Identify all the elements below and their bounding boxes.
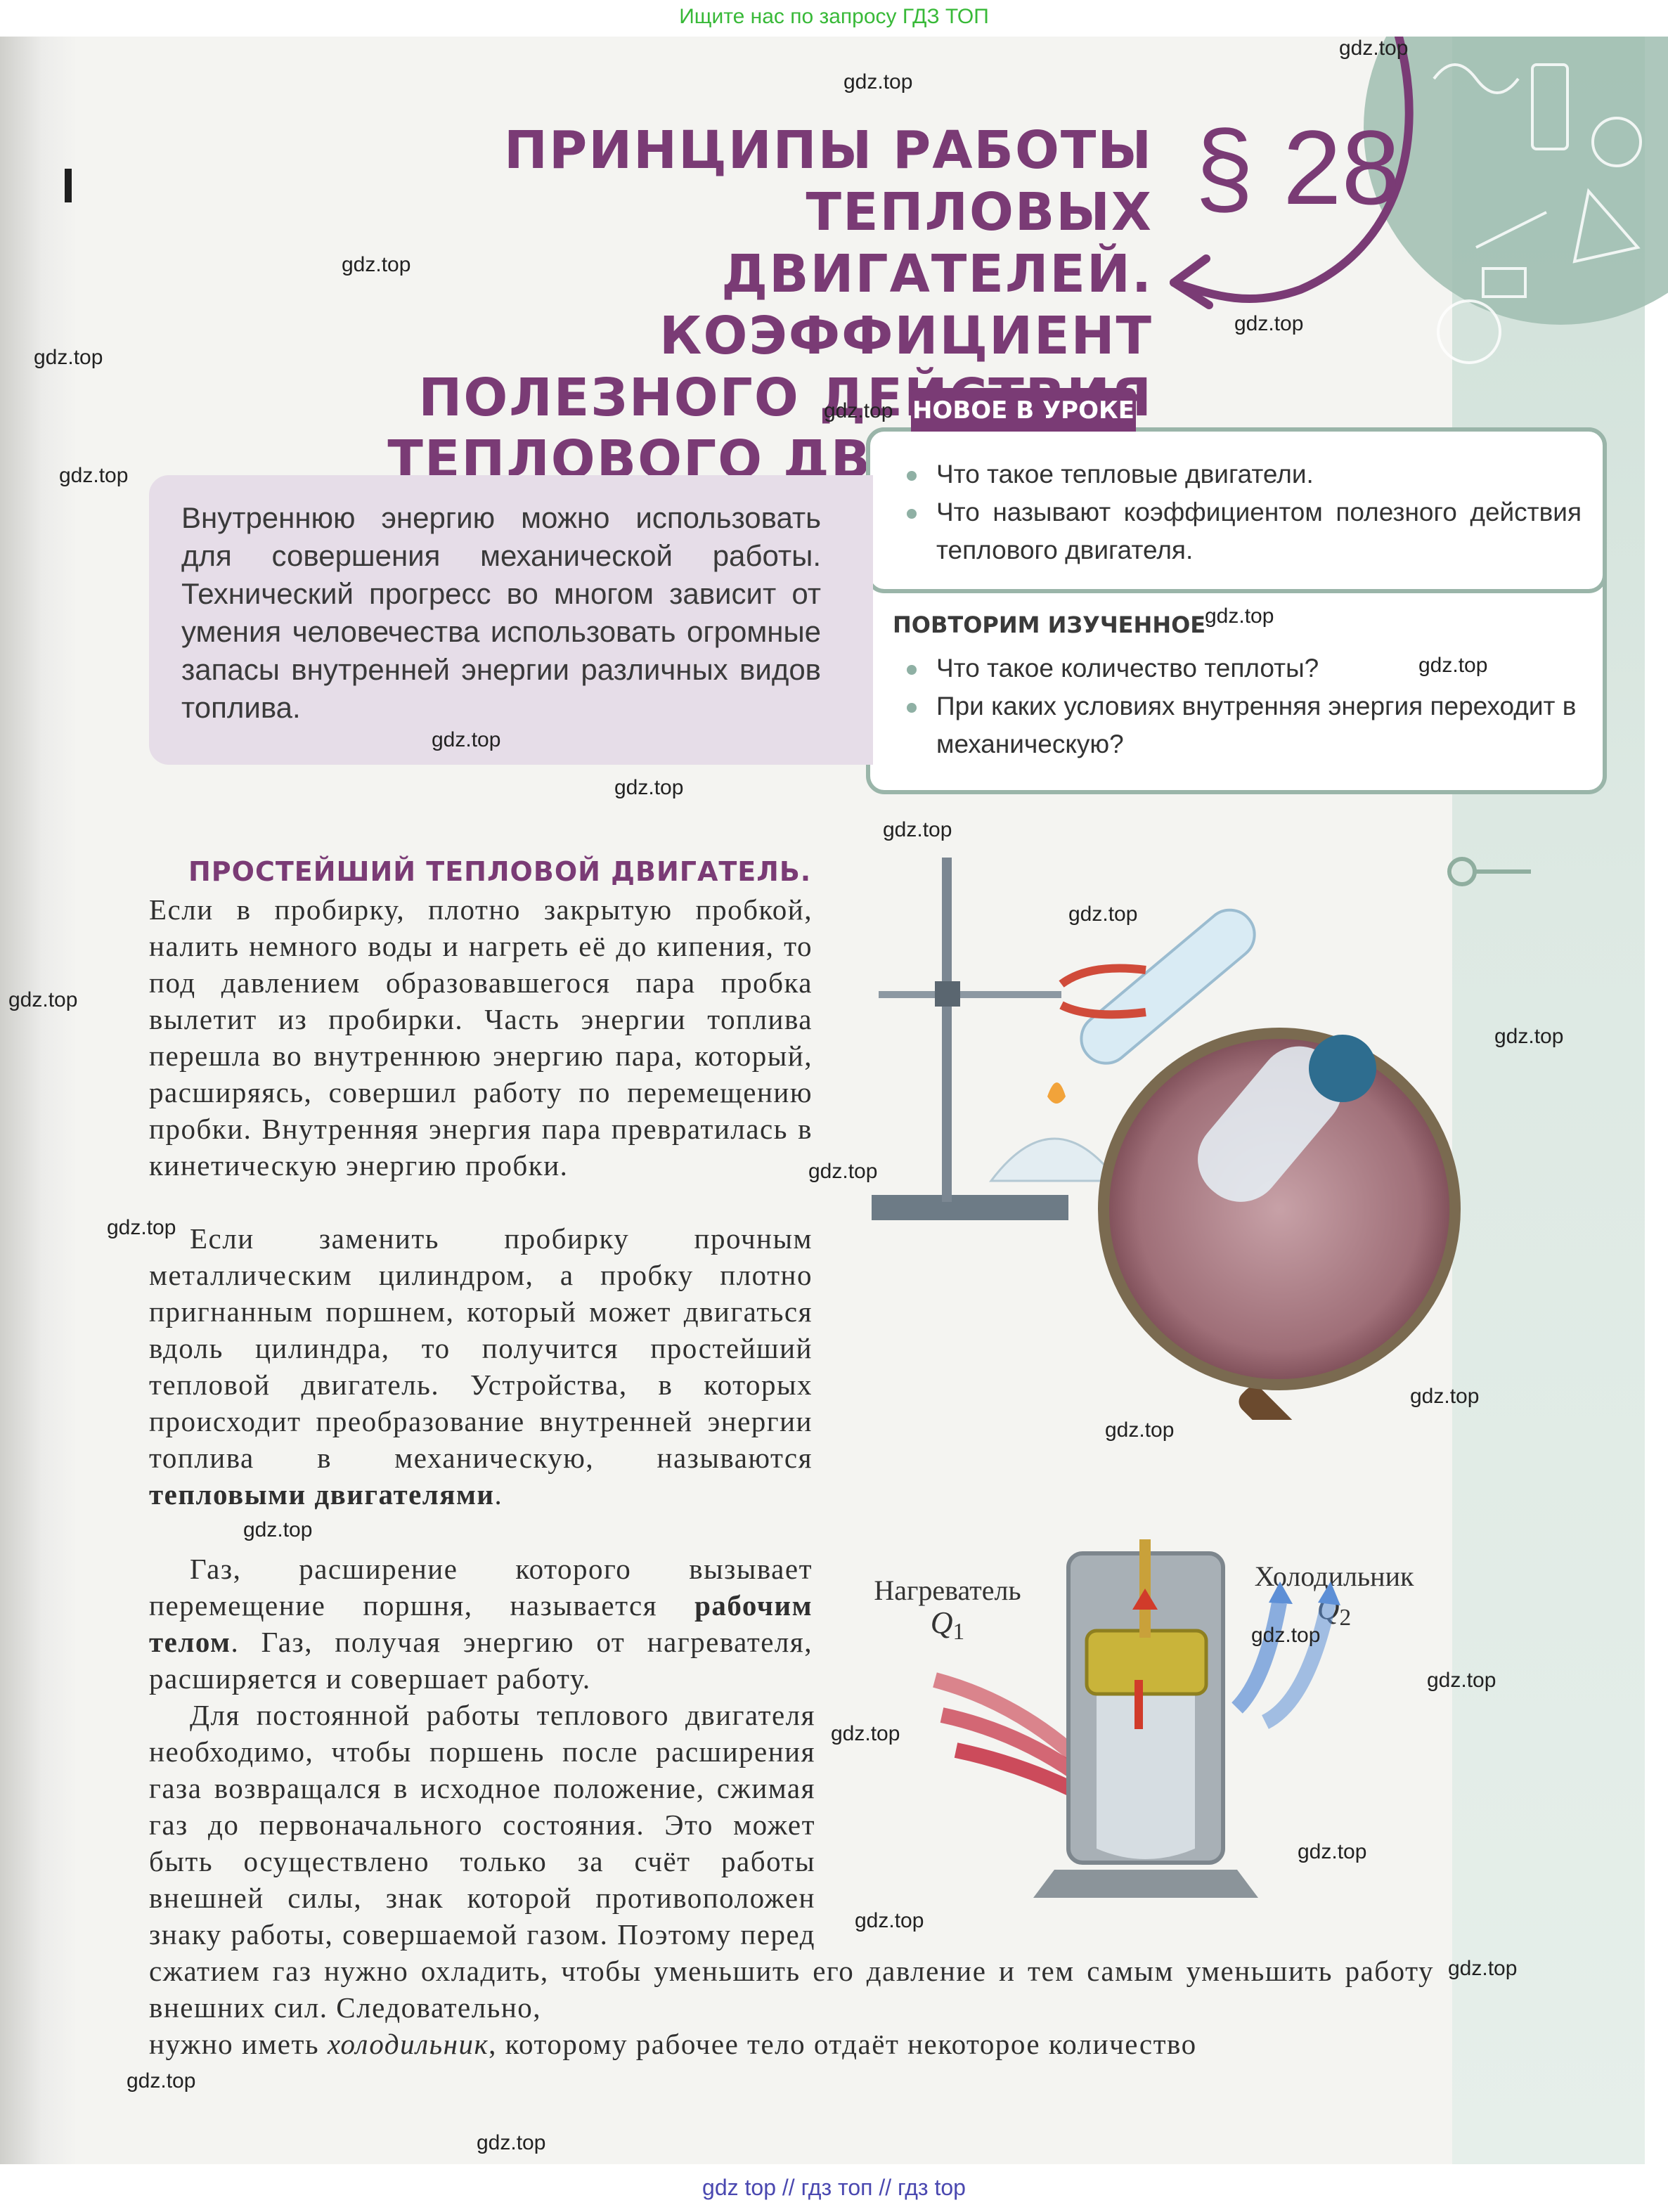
term-heat-engines: тепловыми двигателями [149, 1478, 495, 1511]
watermark: gdz.top [1494, 1025, 1564, 1048]
paragraph-5-text: нужно иметь [149, 2028, 328, 2060]
watermark: gdz.top [1234, 312, 1304, 335]
heater-q: Q [930, 1605, 953, 1640]
paragraph-3-text: Газ, расширение которого вызывает переме… [149, 1553, 813, 1622]
watermark: gdz.top [127, 2069, 196, 2093]
cooler-label: Холодильник Q2 [1229, 1560, 1440, 1634]
watermark: gdz.top [34, 346, 103, 369]
margin-connector-icon [1447, 857, 1531, 886]
margin-band [1452, 37, 1668, 2164]
paragraph-2-end: . [494, 1478, 503, 1511]
section-heading: Простейший тепловой двигатель. [188, 856, 812, 887]
bottom-banner[interactable]: gdz top // гдз топ // гдз top [0, 2164, 1668, 2212]
cooler-q-sub: 2 [1339, 1605, 1352, 1631]
new-in-lesson-box [866, 427, 1607, 593]
watermark: gdz.top [831, 1722, 900, 1745]
decorative-science-icons [1364, 37, 1668, 364]
paragraph-3: Газ, расширение которого вызывает переме… [149, 1551, 813, 1697]
list-item: При каких условиях внутренняя энергия пе… [936, 692, 1577, 758]
watermark: gdz.top [1105, 1418, 1175, 1442]
repeat-list: Что такое количество теплоты? При каких … [907, 649, 1582, 763]
watermark: gdz.top [1427, 1669, 1496, 1692]
paragraph-5: нужно иметь холодильник, которому рабоче… [149, 2026, 1434, 2062]
term-working-body: рабочим телом [149, 1589, 813, 1658]
list-item: Что такое тепловые двигатели. [936, 460, 1314, 489]
repeat-heading: ПОВТОРИМ ИЗУЧЕННОЕ [893, 612, 1206, 638]
watermark: gdz.top [342, 253, 411, 276]
paragraph-2: Если заменить пробирку прочным металличе… [149, 1220, 813, 1513]
top-banner[interactable]: Ищите нас по запросу ГДЗ ТОП [0, 0, 1668, 37]
heater-label-text: Нагреватель [874, 1574, 1021, 1606]
spine-mark [65, 169, 72, 202]
watermark: gdz.top [1298, 1840, 1367, 1863]
bullet-icon [907, 703, 917, 713]
paragraph-4-text: Для постоянной работы теплового двигател… [149, 1699, 1434, 2024]
title-line: Принципы работы тепловых [504, 120, 1153, 242]
paragraph-4: Для постоянной работы теплового двигател… [149, 1697, 1434, 2026]
heat-engine-figure [933, 1539, 1340, 1898]
watermark: gdz.top [59, 464, 129, 487]
paper-edge [1645, 37, 1668, 2164]
watermark: gdz.top [843, 70, 913, 93]
watermark: gdz.top [8, 988, 78, 1011]
test-tube-experiment-figure [872, 858, 1461, 1420]
paragraph-1: Если в пробирку, плотно закрытую пробкой… [149, 893, 813, 1182]
watermark: gdz.top [243, 1518, 313, 1541]
watermark: gdz.top [477, 2131, 546, 2154]
watermark: gdz.top [1339, 37, 1409, 60]
watermark: gdz.top [107, 1216, 176, 1239]
book-spine-shadow [0, 37, 77, 2164]
paragraph-number: § 28 [1195, 108, 1400, 226]
intro-box [149, 475, 873, 765]
watermark: gdz.top [1410, 1385, 1480, 1408]
list-item: Что называют коэффициентом полезного дей… [936, 498, 1582, 564]
list-item: Что такое количество теплоты? [936, 654, 1319, 683]
term-cooler: холодильник [327, 2028, 489, 2060]
bullet-icon [907, 471, 917, 481]
new-in-lesson-list: Что такое тепловые двигатели. Что называ… [907, 455, 1582, 569]
bullet-icon [907, 665, 917, 675]
watermark: gdz.top [614, 776, 684, 799]
intro-text: Внутреннюю энергию можно использовать дл… [181, 501, 821, 724]
new-in-lesson-tag: НОВОЕ В УРОКЕ [911, 388, 1136, 432]
watermark: gdz.top [883, 818, 952, 841]
title-arrow-icon [1170, 37, 1414, 309]
title-line: двигателей. Коэффициент [659, 244, 1153, 366]
watermark: gdz.top [432, 728, 501, 751]
watermark: gdz.top [808, 1160, 878, 1183]
watermark: gdz.top [1448, 1957, 1518, 1980]
watermark: gdz.top [1418, 654, 1488, 677]
heater-q-sub: 1 [952, 1619, 965, 1645]
watermark: gdz.top [1068, 903, 1138, 926]
paragraph-2-text: Если заменить пробирку прочным металличе… [149, 1222, 813, 1474]
watermark: gdz.top [824, 399, 893, 422]
bullet-icon [907, 509, 917, 519]
watermark: gdz.top [1205, 604, 1274, 628]
watermark: gdz.top [855, 1909, 924, 1932]
paragraph-3-end: . Газ, получая энергию от нагревателя, р… [149, 1626, 813, 1695]
heater-label: Нагреватель Q1 [856, 1574, 1039, 1648]
paragraph-5-end: , которому рабочее тело отдаёт некоторое… [489, 2028, 1197, 2060]
watermark: gdz.top [1251, 1624, 1321, 1647]
